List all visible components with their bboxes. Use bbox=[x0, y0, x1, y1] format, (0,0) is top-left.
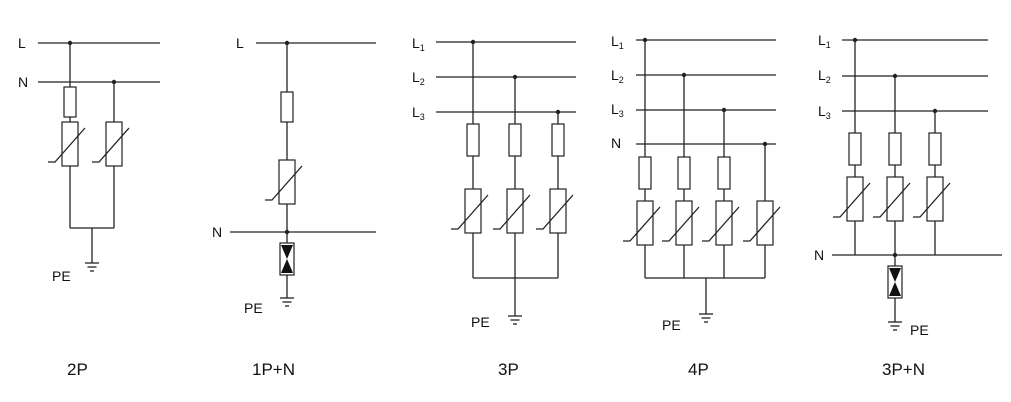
pe-label: PE bbox=[910, 322, 929, 338]
fuse bbox=[888, 132, 902, 166]
varistor bbox=[886, 176, 904, 222]
varistor-mark bbox=[913, 182, 951, 218]
junction-dot bbox=[892, 252, 898, 258]
diagram-caption: 4P bbox=[688, 360, 709, 379]
varistor bbox=[636, 200, 654, 246]
varistor bbox=[756, 200, 774, 246]
line-label-l1: L1 bbox=[818, 32, 831, 50]
line-label-l3: L3 bbox=[611, 101, 624, 119]
varistor bbox=[61, 121, 79, 167]
varistor-mark bbox=[623, 206, 661, 242]
line-label-l2: L2 bbox=[611, 67, 624, 85]
gas-discharge-tube bbox=[279, 242, 295, 276]
varistor bbox=[278, 159, 296, 205]
pe-label: PE bbox=[52, 268, 71, 284]
fuse bbox=[677, 156, 691, 190]
ground-icon bbox=[280, 297, 294, 307]
diagram-caption: 2P bbox=[67, 360, 88, 379]
varistor-mark bbox=[92, 127, 130, 163]
line-label-l: L bbox=[236, 35, 244, 51]
diagram-caption: 1P+N bbox=[252, 360, 295, 379]
gas-discharge-tube bbox=[887, 265, 903, 299]
varistor-mark bbox=[265, 165, 303, 201]
diagram-1p-n: L N PE 1P+N bbox=[212, 35, 376, 379]
line-label-l: L bbox=[18, 35, 26, 51]
fuse bbox=[638, 156, 652, 190]
varistor-mark bbox=[702, 206, 740, 242]
line-label-l3: L3 bbox=[412, 104, 425, 122]
varistor-mark bbox=[873, 182, 911, 218]
varistor-mark bbox=[536, 194, 574, 230]
line-label-n: N bbox=[611, 135, 621, 151]
diagram-3p: L1 L2 L3 PE 3 bbox=[412, 35, 576, 379]
varistor-mark bbox=[493, 194, 531, 230]
ground-icon bbox=[699, 313, 713, 323]
line-label-l3: L3 bbox=[818, 103, 831, 121]
fuse bbox=[508, 123, 522, 157]
pe-label: PE bbox=[471, 314, 490, 330]
varistor-mark bbox=[451, 194, 489, 230]
fuse bbox=[280, 91, 294, 123]
pe-label: PE bbox=[244, 300, 263, 316]
fuse bbox=[466, 123, 480, 157]
ground-icon bbox=[888, 321, 902, 331]
line-label-l2: L2 bbox=[412, 69, 425, 87]
varistor-mark bbox=[743, 206, 781, 242]
ground-icon bbox=[85, 262, 99, 272]
pe-label: PE bbox=[662, 317, 681, 333]
line-label-l1: L1 bbox=[611, 33, 624, 51]
diagram-caption: 3P bbox=[498, 360, 519, 379]
line-label-n: N bbox=[18, 74, 28, 90]
diagram-caption: 3P+N bbox=[882, 360, 925, 379]
varistor bbox=[105, 121, 123, 167]
varistor bbox=[715, 200, 733, 246]
varistor-mark bbox=[662, 206, 700, 242]
varistor-mark bbox=[833, 182, 871, 218]
neutral-label: N bbox=[814, 247, 824, 263]
varistor bbox=[464, 188, 482, 234]
fuse bbox=[63, 86, 77, 118]
varistor bbox=[506, 188, 524, 234]
ground-icon bbox=[508, 315, 522, 325]
diagram-2p: L N PE 2P bbox=[18, 35, 160, 379]
neutral-label: N bbox=[212, 224, 222, 240]
fuse bbox=[717, 156, 731, 190]
line-label-l1: L1 bbox=[412, 35, 425, 53]
varistor-mark bbox=[48, 127, 86, 163]
fuse bbox=[848, 132, 862, 166]
varistor bbox=[846, 176, 864, 222]
line-label-l2: L2 bbox=[818, 67, 831, 85]
fuse bbox=[928, 132, 942, 166]
varistor bbox=[926, 176, 944, 222]
diagram-4p: L1 L2 L3 N bbox=[611, 33, 781, 379]
varistor bbox=[549, 188, 567, 234]
fuse bbox=[551, 123, 565, 157]
diagram-3p-n: L1 L2 L3 N bbox=[814, 32, 1002, 379]
varistor bbox=[675, 200, 693, 246]
